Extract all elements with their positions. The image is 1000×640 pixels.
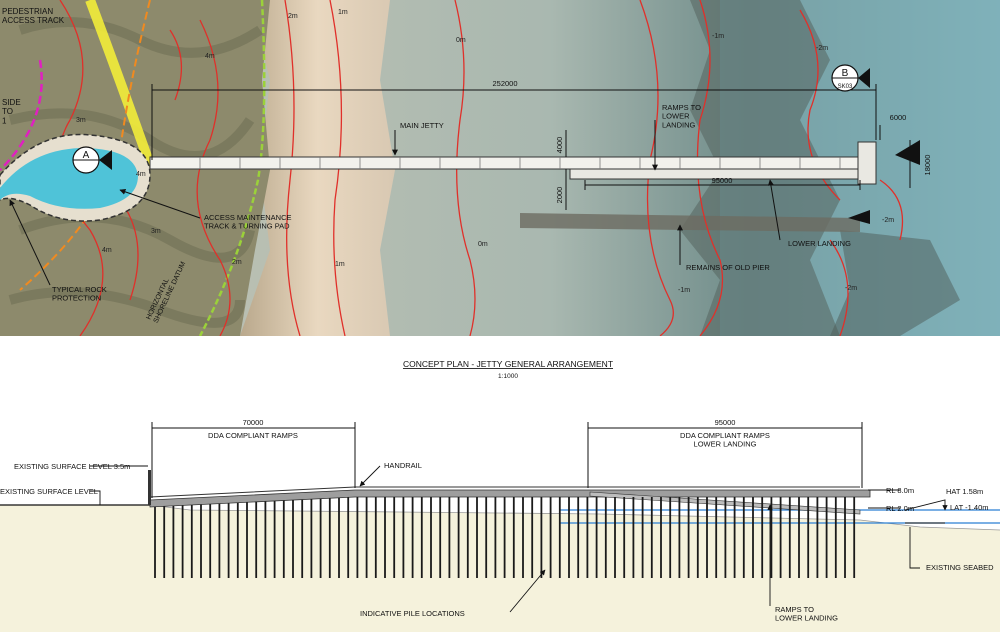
section-marker-b-label: B xyxy=(842,68,849,79)
dim-landing-length: 95000 xyxy=(712,176,733,185)
label-hat: HAT 1.58m xyxy=(946,487,983,496)
dim-total-length: 252000 xyxy=(492,79,517,88)
contour-label: 0m xyxy=(456,37,466,44)
label-existing-seabed: EXISTING SEABED xyxy=(926,563,994,572)
contour-labels: 2m 1m 0m -1m -2m 4m 3m 4m 3m 4m 2m 1m 0m… xyxy=(76,9,894,294)
section-arrow-b-bottom xyxy=(848,210,870,224)
contour-label: -2m xyxy=(845,285,857,292)
section-scale: 1:1000 xyxy=(498,373,518,380)
contour-label: -2m xyxy=(816,45,828,52)
section-title: CONCEPT PLAN - JETTY GENERAL ARRANGEMENT xyxy=(403,359,613,369)
section-marker-a: A xyxy=(72,146,112,174)
section-view: CONCEPT PLAN - JETTY GENERAL ARRANGEMENT… xyxy=(0,336,1000,640)
jetty-deck-ticks xyxy=(199,157,841,169)
label-indicative-piles: INDICATIVE PILE LOCATIONS xyxy=(360,609,465,618)
green-datum-line xyxy=(198,0,266,337)
plan-leaders xyxy=(9,120,781,286)
contour-label: -1m xyxy=(678,287,690,294)
section-marker-b: B SK03 xyxy=(831,64,870,92)
jetty-head xyxy=(857,141,877,185)
label-rl-2: RL 2.0m xyxy=(886,504,914,513)
section-leaders xyxy=(90,465,948,613)
contour-label: 0m xyxy=(478,241,488,248)
plan-dimension-texts: 252000 95000 4000 2000 6000 18000 xyxy=(492,79,932,203)
contour-label: 1m xyxy=(335,261,345,268)
contour-label: 1m xyxy=(338,9,348,16)
contour-label: 2m xyxy=(288,13,298,20)
magenta-line xyxy=(0,59,43,171)
dim-head-length: 18000 xyxy=(923,155,932,176)
dim-width-2000: 2000 xyxy=(555,187,564,204)
label-rl-8: RL 8.0m xyxy=(886,486,914,495)
main-jetty-deck xyxy=(149,156,863,170)
contour-label: -2m xyxy=(882,217,894,224)
contour-label: 3m xyxy=(151,228,161,235)
ramp-deck xyxy=(149,489,871,508)
reef-area-2 xyxy=(830,230,960,336)
pile-group xyxy=(154,497,856,578)
old-pier-rubble xyxy=(520,213,860,232)
section-text-labels: EXISTING SURFACE LEVEL 3.5m EXISTING SUR… xyxy=(0,461,994,623)
orange-line xyxy=(19,0,151,291)
yellow-track-line xyxy=(85,0,155,167)
contour-label: 3m xyxy=(76,117,86,124)
section-dimensions xyxy=(151,422,863,498)
label-dda-ramps: DDA COMPLIANT RAMPS xyxy=(208,431,298,440)
contour-label: 4m xyxy=(205,53,215,60)
main-jetty-structure xyxy=(149,141,877,185)
dim-width-4000: 4000 xyxy=(555,137,564,154)
plan-dimensions xyxy=(151,84,911,210)
seabed-line xyxy=(149,504,1000,531)
dim-landing: 95000 xyxy=(715,418,736,427)
label-main-jetty: MAIN JETTY xyxy=(400,121,444,130)
existing-surface-post xyxy=(148,470,151,505)
label-lower-landing: LOWER LANDING xyxy=(788,239,851,248)
label-handrail: HANDRAIL xyxy=(384,461,422,470)
section-marker-a-label: A xyxy=(83,150,90,161)
contour-label: 4m xyxy=(136,171,146,178)
contour-label: 2m xyxy=(232,259,242,266)
label-lat: LAT -1.40m xyxy=(950,503,989,512)
dim-ramps: 70000 xyxy=(243,418,264,427)
dim-head-width: 6000 xyxy=(890,113,907,122)
contour-label: -1m xyxy=(712,33,724,40)
label-remains-old-pier: REMAINS OF OLD PIER xyxy=(686,263,770,272)
north-arrow-head xyxy=(895,140,920,165)
label-existing-surface-35: EXISTING SURFACE LEVEL 3.5m xyxy=(14,462,130,471)
section-marker-b-ref: SK03 xyxy=(838,84,853,90)
ground-fill xyxy=(0,505,1000,632)
label-existing-surface: EXISTING SURFACE LEVEL xyxy=(0,487,98,496)
contour-label: 4m xyxy=(102,247,112,254)
